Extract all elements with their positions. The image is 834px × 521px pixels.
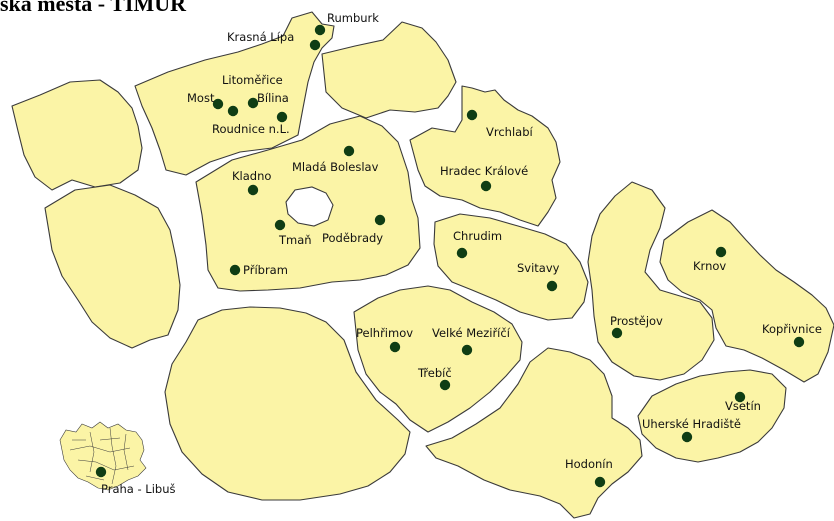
city-label-krasna-lipa: Krasná Lípa: [227, 30, 294, 44]
regions-layer: [11, 11, 834, 519]
map-title: ska mesta - TIMUR: [0, 0, 186, 16]
city-marker-bilina[interactable]: [227, 105, 239, 117]
city-label-trebic: Třebíč: [417, 366, 452, 380]
city-label-prostejov: Prostějov: [610, 314, 663, 328]
city-label-mlada-boleslav: Mladá Boleslav: [292, 160, 379, 174]
city-marker-prostejov[interactable]: [611, 327, 623, 339]
city-markers: [95, 24, 805, 488]
city-label-velke-mezirici: Velké Meziříčí: [432, 326, 511, 340]
city-label-rumburk: Rumburk: [327, 11, 379, 25]
city-marker-most[interactable]: [212, 98, 224, 110]
region-zlinsky[interactable]: [637, 369, 787, 463]
city-marker-podebrady[interactable]: [374, 214, 386, 226]
region-jihomoravsky[interactable]: [425, 347, 643, 519]
city-marker-pribram[interactable]: [229, 264, 241, 276]
city-label-podebrady: Poděbrady: [322, 231, 383, 245]
city-marker-chrudim[interactable]: [456, 247, 468, 259]
city-label-krnov: Krnov: [693, 259, 726, 273]
city-label-chrudim: Chrudim: [453, 229, 502, 243]
city-marker-hodonin[interactable]: [594, 476, 606, 488]
city-marker-krasna-lipa[interactable]: [309, 39, 321, 51]
region-vysocina[interactable]: [353, 285, 523, 433]
city-label-hodonin: Hodonín: [565, 457, 613, 471]
city-label-praha-libus: Praha - Libuš: [101, 482, 176, 496]
city-marker-koprivnice[interactable]: [793, 336, 805, 348]
region-karlovarsky[interactable]: [11, 79, 143, 191]
city-marker-rumburk[interactable]: [314, 24, 326, 36]
city-marker-trebic[interactable]: [439, 379, 451, 391]
city-marker-vsetin[interactable]: [734, 391, 746, 403]
city-marker-praha-libus[interactable]: [95, 466, 107, 478]
city-marker-mlada-boleslav[interactable]: [343, 145, 355, 157]
city-label-roudnice: Roudnice n.L.: [212, 122, 290, 136]
praha-hole: [285, 186, 334, 227]
region-liberecky[interactable]: [321, 21, 457, 119]
city-marker-roudnice[interactable]: [276, 111, 288, 123]
city-label-most: Most: [187, 91, 215, 105]
city-marker-litomerice[interactable]: [247, 97, 259, 109]
city-label-vsetin: Vsetín: [725, 399, 761, 413]
city-marker-uherske-hradiste[interactable]: [681, 431, 693, 443]
city-marker-tman[interactable]: [274, 219, 286, 231]
city-marker-kladno[interactable]: [247, 184, 259, 196]
city-marker-pelhrimov[interactable]: [389, 341, 401, 353]
region-moravskoslezsky[interactable]: [659, 209, 834, 383]
region-kralovehradecky[interactable]: [409, 85, 561, 227]
city-label-pribram: Příbram: [243, 263, 288, 277]
city-marker-krnov[interactable]: [715, 246, 727, 258]
inset-praha[interactable]: [59, 421, 147, 491]
city-label-vrchlabi: Vrchlabí: [486, 125, 533, 139]
city-label-bilina: Bílina: [257, 91, 289, 105]
city-label-tman: Tmaň: [278, 233, 312, 247]
city-label-litomerice: Litoměřice: [222, 73, 283, 87]
inset-district-lines: [69, 427, 135, 485]
city-label-uherske-hradiste: Uherské Hradiště: [642, 417, 741, 431]
region-pardubicky[interactable]: [433, 213, 589, 321]
region-plzensky[interactable]: [44, 184, 181, 349]
city-label-koprivnice: Kopřivnice: [762, 322, 822, 336]
region-ustecky[interactable]: [134, 11, 335, 176]
city-marker-svitavy[interactable]: [546, 280, 558, 292]
city-marker-velke-mezirici[interactable]: [461, 344, 473, 356]
city-label-svitavy: Svitavy: [517, 261, 560, 275]
praha-inset: [59, 421, 147, 491]
region-jihocesky[interactable]: [164, 306, 411, 501]
city-marker-vrchlabi[interactable]: [466, 109, 478, 121]
city-label-hradec-kralove: Hradec Králové: [440, 164, 528, 178]
city-marker-hradec-kralove[interactable]: [480, 180, 492, 192]
city-label-pelhrimov: Pelhřimov: [356, 326, 413, 340]
city-label-kladno: Kladno: [232, 169, 271, 183]
